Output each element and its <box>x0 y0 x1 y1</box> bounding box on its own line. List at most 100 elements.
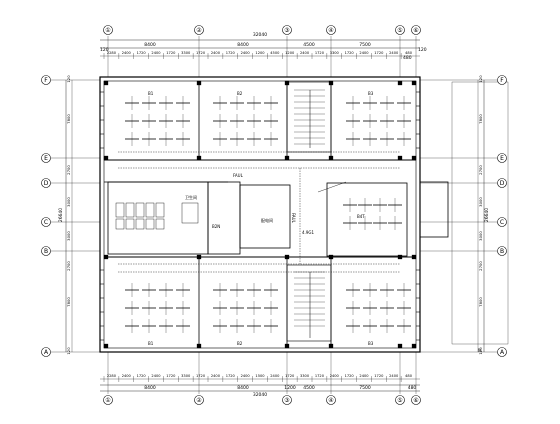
top-total-dimension: 32040 <box>253 32 267 38</box>
axis-bubble-right <box>497 347 507 357</box>
structural-column <box>103 80 109 86</box>
room-label-top-mid: B2 <box>237 91 243 96</box>
axis-bubble-bottom <box>326 395 336 405</box>
axis-bubble-top <box>194 25 204 35</box>
bottom-sub-dim: 2400 <box>330 374 340 378</box>
center-room-label: 配电间 <box>261 217 273 223</box>
bottom-sub-dim: 480 <box>405 374 413 378</box>
top-sub-dim: 1200 <box>255 51 265 55</box>
toilet-cubicle <box>125 202 135 218</box>
axis-bubble-left <box>41 153 51 163</box>
left-room <box>207 181 241 255</box>
top-sub-dim: 1720 <box>345 51 355 55</box>
axis-label-top: ④ <box>328 27 333 34</box>
structural-column <box>397 343 403 349</box>
left-toilet-label: 卫生间 <box>185 194 197 200</box>
toilet-cubicle <box>135 202 145 218</box>
bottom-sub-dim: 2280 <box>107 374 117 378</box>
top-sub-dim: 2400 <box>359 51 369 55</box>
side-vestibule <box>419 181 449 238</box>
axis-bubble-bottom <box>282 395 292 405</box>
axis-label-bottom: ⑤ <box>397 397 402 404</box>
axis-bubble-top <box>282 25 292 35</box>
room-label-bot-mid: B2 <box>237 341 243 346</box>
axis-label-left: F <box>44 77 48 84</box>
inner-wall <box>103 80 417 349</box>
center-room <box>239 184 291 249</box>
left-dim: 3000 <box>66 197 71 207</box>
axis-label-bottom: ⑥ <box>413 397 418 404</box>
axis-bubble-bottom <box>395 395 405 405</box>
axis-bubble-right <box>497 75 507 85</box>
right-total-dimension: 26640 <box>484 208 490 222</box>
structural-column <box>103 155 109 161</box>
top-sub-dim: 1720 <box>374 51 384 55</box>
stair-bottom <box>286 264 332 342</box>
right-room-label: B4T <box>357 214 365 219</box>
bottom-sub-dim: 1720 <box>345 374 355 378</box>
bottom-sub-dim: 3300 <box>300 374 310 378</box>
top-left-small-dimension: 120 <box>100 47 109 53</box>
axis-label-left: A <box>44 349 49 356</box>
axis-label-right: F <box>500 77 504 84</box>
toilet-cubicle <box>145 218 155 230</box>
axis-bubble-left <box>41 178 51 188</box>
axis-bubble-left <box>41 347 51 357</box>
axis-label-right: A <box>500 349 505 356</box>
corridor-label-mid: FAUL <box>291 213 296 224</box>
left-dim: 2700 <box>66 165 71 175</box>
toilet-cubicle <box>155 202 165 218</box>
top-right-extra-dimension: 480 <box>403 55 412 61</box>
top-sub-dim: 1720 <box>137 51 147 55</box>
axis-bubble-top <box>103 25 113 35</box>
structural-column <box>328 343 334 349</box>
axis-label-right: D <box>500 180 505 187</box>
axis-label-top: ⑤ <box>397 27 402 34</box>
top-sub-dim: 1720 <box>166 51 176 55</box>
toilet-block <box>107 181 209 255</box>
washbasin-block <box>181 202 199 224</box>
outer-wall <box>99 76 421 353</box>
bottom-sub-dim: 2400 <box>359 374 369 378</box>
right-dim: 3000 <box>478 231 483 241</box>
legend-mark: N <box>478 348 481 353</box>
structural-column <box>284 254 290 260</box>
structural-column <box>103 254 109 260</box>
room-label-top-right: B3 <box>368 91 374 96</box>
right-dim: 3000 <box>478 197 483 207</box>
bottom-sub-dim: 2400 <box>241 374 251 378</box>
axis-label-bottom: ④ <box>328 397 333 404</box>
left-dim: 7800 <box>66 297 71 307</box>
toilet-cubicle <box>125 218 135 230</box>
axis-bubble-right <box>497 153 507 163</box>
axis-label-top: ① <box>105 27 110 34</box>
axis-bubble-bottom <box>103 395 113 405</box>
top-sub-dim: 2400 <box>151 51 161 55</box>
corridor-label-top: FAUL <box>233 173 244 178</box>
left-room-label: B2N <box>212 224 220 229</box>
bottom-sub-dim: 1720 <box>374 374 384 378</box>
bottom-segment-dim: 4500 <box>303 385 315 391</box>
left-dim: 7800 <box>66 114 71 124</box>
walls <box>99 76 421 353</box>
bottom-sub-dim: 1720 <box>226 374 236 378</box>
bottom-sub-dim: 3300 <box>181 374 191 378</box>
axis-bubble-bottom <box>411 395 421 405</box>
axis-label-left: D <box>44 180 49 187</box>
bottom-segment-dim: 8400 <box>144 385 156 391</box>
axis-label-right: E <box>500 155 504 162</box>
axis-bubble-left <box>41 75 51 85</box>
axis-label-right: C <box>500 219 504 226</box>
right-frame <box>451 81 509 345</box>
right-dim: 2700 <box>478 165 483 175</box>
bottom-sub-dim: 2400 <box>389 374 399 378</box>
wiring-run <box>317 181 347 193</box>
toilet-cubicle <box>115 202 125 218</box>
top-segment-dim: 8400 <box>237 42 249 48</box>
axis-label-top: ② <box>196 27 202 34</box>
